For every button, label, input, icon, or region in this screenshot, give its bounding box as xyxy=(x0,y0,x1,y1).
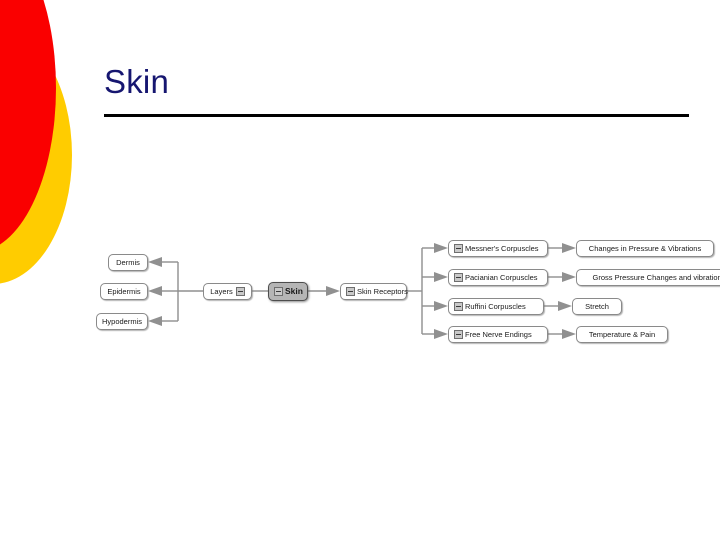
node-ruffini-corpuscles[interactable]: Ruffini Corpuscles xyxy=(448,298,544,315)
red-circle xyxy=(0,0,56,252)
node-skin-receptors[interactable]: Skin Receptors xyxy=(340,283,408,300)
node-result-stretch[interactable]: Stretch xyxy=(572,298,622,315)
node-label: Layers xyxy=(210,287,233,296)
page-title: Skin xyxy=(104,63,169,100)
node-label: Free Nerve Endings xyxy=(465,330,532,339)
node-pacianian-corpuscles[interactable]: Pacianian Corpuscles xyxy=(448,269,548,286)
collapse-toggle-icon[interactable] xyxy=(235,287,245,296)
node-label: Skin Receptors xyxy=(357,287,408,296)
node-label: Hypodermis xyxy=(102,317,143,326)
collapse-toggle-icon[interactable] xyxy=(454,244,463,253)
node-label: Dermis xyxy=(116,258,140,267)
collapse-toggle-icon[interactable] xyxy=(454,302,463,311)
node-label: Gross Pressure Changes and vibrations xyxy=(592,273,720,282)
node-result-pressure-vibrations[interactable]: Changes in Pressure & Vibrations xyxy=(576,240,714,257)
node-result-gross-pressure[interactable]: Gross Pressure Changes and vibrations xyxy=(576,269,720,286)
node-result-temperature-pain[interactable]: Temperature & Pain xyxy=(576,326,668,343)
title-block: Skin xyxy=(104,62,694,117)
node-label: Changes in Pressure & Vibrations xyxy=(588,244,702,253)
gold-circle xyxy=(0,26,72,284)
node-label: Stretch xyxy=(585,302,609,311)
node-label: Epidermis xyxy=(107,287,141,296)
node-label: Pacianian Corpuscles xyxy=(465,273,538,282)
node-hypodermis[interactable]: Hypodermis xyxy=(96,313,148,330)
node-label: Ruffini Corpuscles xyxy=(465,302,526,311)
collapse-toggle-icon[interactable] xyxy=(274,287,283,296)
node-free-nerve-endings[interactable]: Free Nerve Endings xyxy=(448,326,548,343)
node-layers[interactable]: Layers xyxy=(203,283,252,300)
collapse-toggle-icon[interactable] xyxy=(346,287,355,296)
mindmap-diagram: Dermis Epidermis Hypodermis Layers Skin … xyxy=(96,232,720,354)
node-label: Temperature & Pain xyxy=(588,330,656,339)
node-messners-corpuscles[interactable]: Messner's Corpuscles xyxy=(448,240,548,257)
node-label: Skin xyxy=(285,286,303,296)
node-dermis[interactable]: Dermis xyxy=(108,254,148,271)
node-skin-center[interactable]: Skin xyxy=(268,282,308,301)
collapse-toggle-icon[interactable] xyxy=(454,273,463,282)
title-divider xyxy=(104,114,689,117)
node-label: Messner's Corpuscles xyxy=(465,244,539,253)
collapse-toggle-icon[interactable] xyxy=(454,330,463,339)
node-epidermis[interactable]: Epidermis xyxy=(100,283,148,300)
